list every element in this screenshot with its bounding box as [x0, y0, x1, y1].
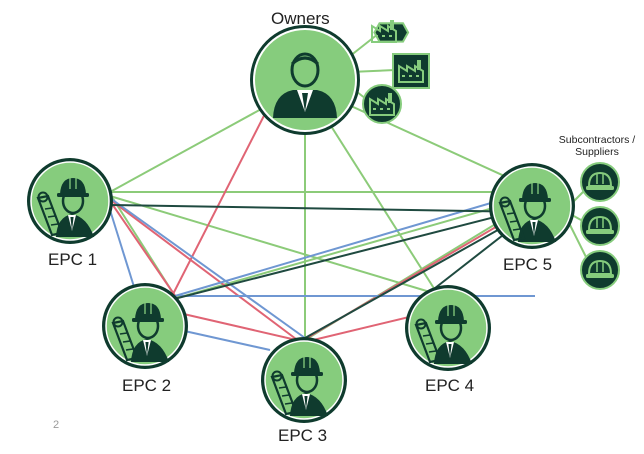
subcontractors-label-line1: Subcontractors / [558, 134, 636, 146]
connector-line [304, 211, 531, 339]
page-number: 2 [53, 419, 60, 431]
connector-line [109, 209, 136, 291]
epc3-node [261, 337, 347, 423]
connector-line [174, 311, 306, 343]
subcontractors-label-line2: Suppliers [575, 146, 619, 158]
epc5-node [489, 163, 575, 249]
owners-node [250, 25, 360, 135]
epc4-label: EPC 4 [425, 376, 475, 395]
connector-line [179, 329, 271, 351]
connector-line [109, 204, 531, 213]
subcontractor-node [580, 206, 620, 246]
connection-lines [107, 33, 591, 351]
epc3-label: EPC 3 [278, 426, 328, 445]
epc4-node [405, 285, 491, 371]
epc1-label: EPC 1 [48, 250, 98, 269]
connector-line [169, 99, 273, 301]
factory-node [392, 53, 430, 89]
factory-node [362, 84, 402, 124]
factory-node [371, 19, 410, 43]
subcontractor-node [580, 250, 620, 290]
epc1-node [27, 158, 113, 244]
epc5-label: EPC 5 [503, 255, 553, 274]
connector-line [169, 207, 531, 301]
connector-line [109, 195, 431, 293]
subcontractors-label: Subcontractors / Suppliers [551, 134, 643, 158]
connector-line [107, 197, 179, 301]
connector-line [109, 197, 306, 339]
epc2-label: EPC 2 [122, 376, 172, 395]
connector-line [169, 195, 536, 301]
connector-line [174, 189, 536, 297]
owners-label: Owners [271, 9, 330, 28]
subcontractor-node [580, 162, 620, 202]
connector-line [107, 197, 301, 343]
epc2-node [102, 283, 188, 369]
